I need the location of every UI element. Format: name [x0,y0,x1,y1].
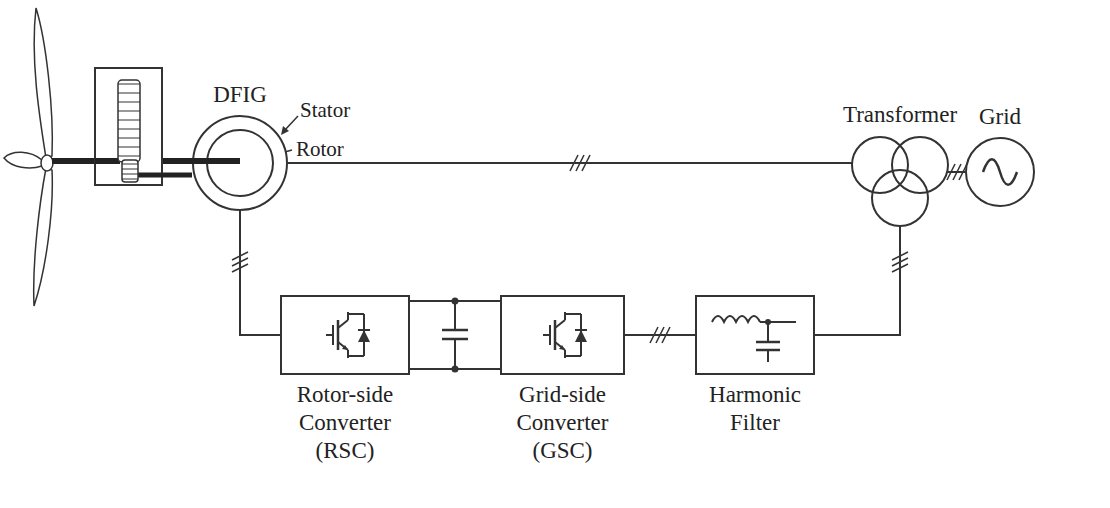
wire [948,171,965,173]
wire [288,162,852,164]
part-label: Stator [300,99,350,122]
converter-box: Grid-side Converter (GSC) [500,295,625,375]
converter-box: Harmonic Filter [695,295,815,375]
node-label: Harmonic Filter [700,381,810,437]
stroke [122,179,138,180]
stroke [118,120,140,121]
node-label: Grid-side Converter (GSC) [493,381,633,465]
node-label: Rotor-side Converter (RSC) [275,381,415,465]
part-label: Rotor [296,138,344,161]
node-label: DFIG [213,81,267,109]
stroke [118,138,140,139]
node-label: Transformer [843,101,957,129]
grid-symbol: Grid [965,137,1035,207]
trafo-symbol: Transformer [852,135,948,226]
stroke [122,169,138,170]
outline [965,137,1035,207]
stroke [118,93,140,94]
node-label: Grid [979,103,1021,131]
stroke [122,164,138,165]
stroke [118,102,140,103]
wire [625,334,695,336]
stroke [118,84,140,85]
outline [192,115,288,211]
stroke [118,156,140,157]
dfig-symbol: DFIG [192,115,288,211]
wire [410,301,500,369]
wire [815,226,900,335]
stroke [118,129,140,130]
outline [852,135,948,226]
stroke [122,174,138,175]
stroke [118,147,140,148]
converter-box: Rotor-side Converter (RSC) [280,295,410,375]
stroke [118,111,140,112]
wire [240,211,280,335]
